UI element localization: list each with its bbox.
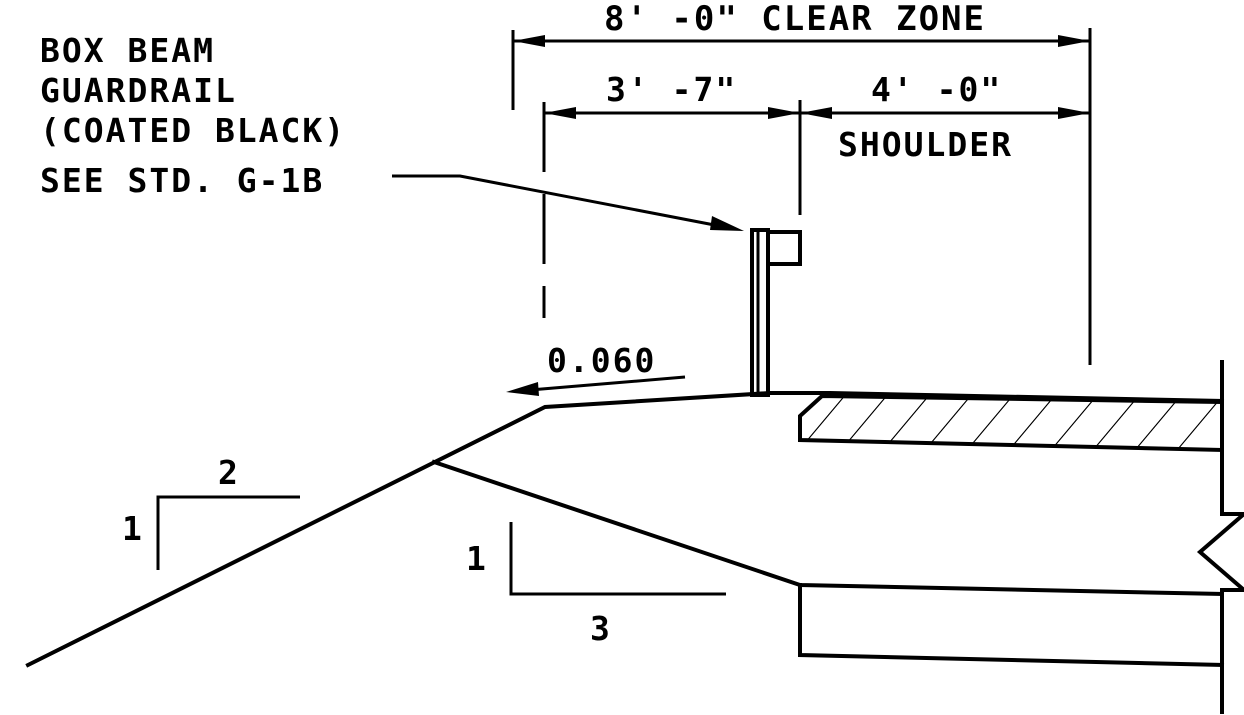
offset-shoulder-dimensions: 3' -7" 4' -0" SHOULDER xyxy=(542,70,1090,318)
backslope-ratio: 1 3 xyxy=(466,522,726,648)
box-beam-guardrail xyxy=(750,228,802,397)
guardrail-post-outer xyxy=(750,228,770,397)
shoulder-arrow-right xyxy=(1058,107,1090,119)
leader-arrow xyxy=(710,216,744,231)
clear-zone-label: 8' -0" CLEAR ZONE xyxy=(604,0,986,39)
shoulder-label: SHOULDER xyxy=(838,125,1013,164)
pavement-hatch xyxy=(798,393,1224,453)
box-beam-rail xyxy=(766,230,802,266)
roadway-section xyxy=(25,360,1244,714)
foreslope-rise: 1 xyxy=(122,509,144,548)
shoulder-width-label: 4' -0" xyxy=(871,70,1002,109)
backslope-run: 3 xyxy=(590,609,612,648)
guardrail-note: BOX BEAM GUARDRAIL (COATED BLACK) SEE ST… xyxy=(40,31,744,231)
leader-line xyxy=(392,174,731,230)
note-line-1: BOX BEAM xyxy=(40,31,215,70)
foreslope-run: 2 xyxy=(218,453,240,492)
note-line-3: (COATED BLACK) xyxy=(40,111,346,150)
note-line-4: SEE STD. G-1B xyxy=(40,161,324,200)
break-line xyxy=(1196,360,1244,714)
offset-arrow-left xyxy=(544,107,576,119)
base-course-outline xyxy=(798,583,1225,668)
clear-zone-arrow-left xyxy=(513,35,545,47)
offset-arrow-mid-left xyxy=(768,107,800,119)
subgrade-line xyxy=(431,459,1225,597)
shoulder-slope-callout: 0.060 xyxy=(506,341,686,396)
clear-zone-dimension: 8' -0" CLEAR ZONE xyxy=(511,0,1092,365)
note-line-2: GUARDRAIL xyxy=(40,71,237,110)
shoulder-arrow-mid-right xyxy=(800,107,832,119)
slope-arrow-head xyxy=(506,382,539,396)
offset-label: 3' -7" xyxy=(606,70,737,109)
slope-arrow-line xyxy=(529,375,686,392)
foreslope-line xyxy=(25,391,1225,668)
backslope-ratio-lines xyxy=(509,522,726,596)
foreslope-ratio-lines xyxy=(156,495,300,570)
backslope-rise: 1 xyxy=(466,539,488,578)
slope-value: 0.060 xyxy=(547,341,656,380)
clear-zone-arrow-right xyxy=(1058,35,1090,47)
foreslope-ratio: 1 2 xyxy=(122,453,300,570)
